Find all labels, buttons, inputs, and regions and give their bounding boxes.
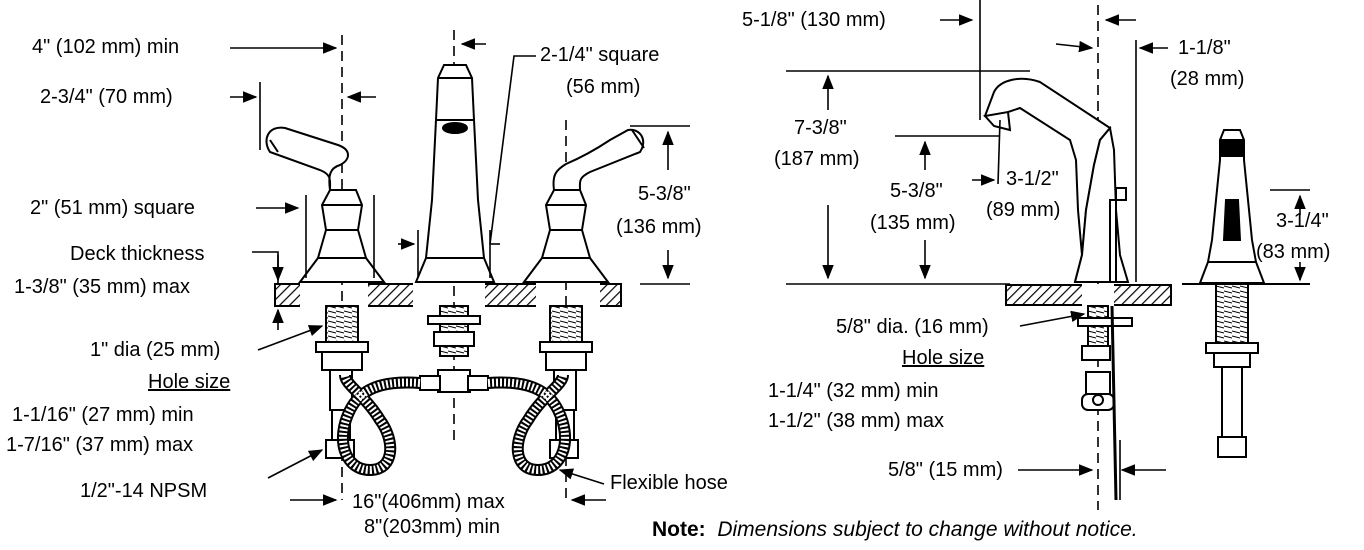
label-deck-thickness: Deck thickness [70,243,205,265]
label-7-3-8: 7-3/8" [794,117,847,139]
label-1in-dia: 1" dia (25 mm) [90,339,221,361]
label-hole-min-left: 1-1/16" (27 mm) min [12,404,194,426]
label-1-1-8: 1-1/8" [1178,37,1231,59]
note-text: Dimensions subject to change without not… [717,518,1138,541]
label-hole-size-right: Hole size [902,347,985,369]
flexible-hoses [336,373,572,477]
label-3-1-4: 3-1/4" [1276,210,1329,232]
label-2-1-4-square-mm: (56 mm) [566,76,641,98]
label-5-8-15mm: 5/8" (15 mm) [888,459,1003,481]
label-5-3-8-left-mm: (136 mm) [616,216,702,238]
label-2in-square: 2" (51 mm) square [30,197,195,219]
label-flexible-hose: Flexible hose [610,472,728,494]
dimension-lines [230,0,1310,506]
right-handle [522,128,645,283]
label-5-3-8-right: 5-3/8" [890,180,943,202]
label-spread-max: 16"(406mm) max [352,491,505,513]
label-3-1-4-mm: (83 mm) [1256,241,1331,263]
note-heading: Note: [652,518,706,541]
label-3-1-2-mm: (89 mm) [986,199,1061,221]
label-5-3-8-left: 5-3/8" [638,183,691,205]
label-1-1-8-mm: (28 mm) [1170,68,1245,90]
label-npsm: 1/2"-14 NPSM [80,480,208,502]
deck-right [1005,284,1172,306]
label-hole-min-right: 1-1/4" (32 mm) min [768,380,939,402]
disclaimer-note: Note: Dimensions subject to change witho… [652,518,1138,542]
label-hole-size-left: Hole size [148,371,231,393]
label-7-3-8-mm: (187 mm) [774,148,860,170]
label-5-8-dia: 5/8" dia. (16 mm) [836,316,989,338]
center-spout [414,64,496,283]
label-spread-min: 8"(203mm) min [364,516,501,538]
side-profile-spout [983,77,1133,501]
label-4in-min: 4" (102 mm) min [32,36,180,58]
label-3-1-2: 3-1/2" [1006,168,1059,190]
label-5-1-8: 5-1/8" (130 mm) [742,9,886,31]
label-hole-max-right: 1-1/2" (38 mm) max [768,410,945,432]
deck-left [274,283,622,307]
front-profile-spout [1182,129,1310,458]
left-handle [265,126,386,283]
label-hole-max-left: 1-7/16" (37 mm) max [6,434,194,456]
label-2-3-4-in: 2-3/4" (70 mm) [40,86,173,108]
label-5-3-8-right-mm: (135 mm) [870,212,956,234]
label-2-1-4-square: 2-1/4" square [540,44,660,66]
label-deck-max: 1-3/8" (35 mm) max [14,276,191,298]
